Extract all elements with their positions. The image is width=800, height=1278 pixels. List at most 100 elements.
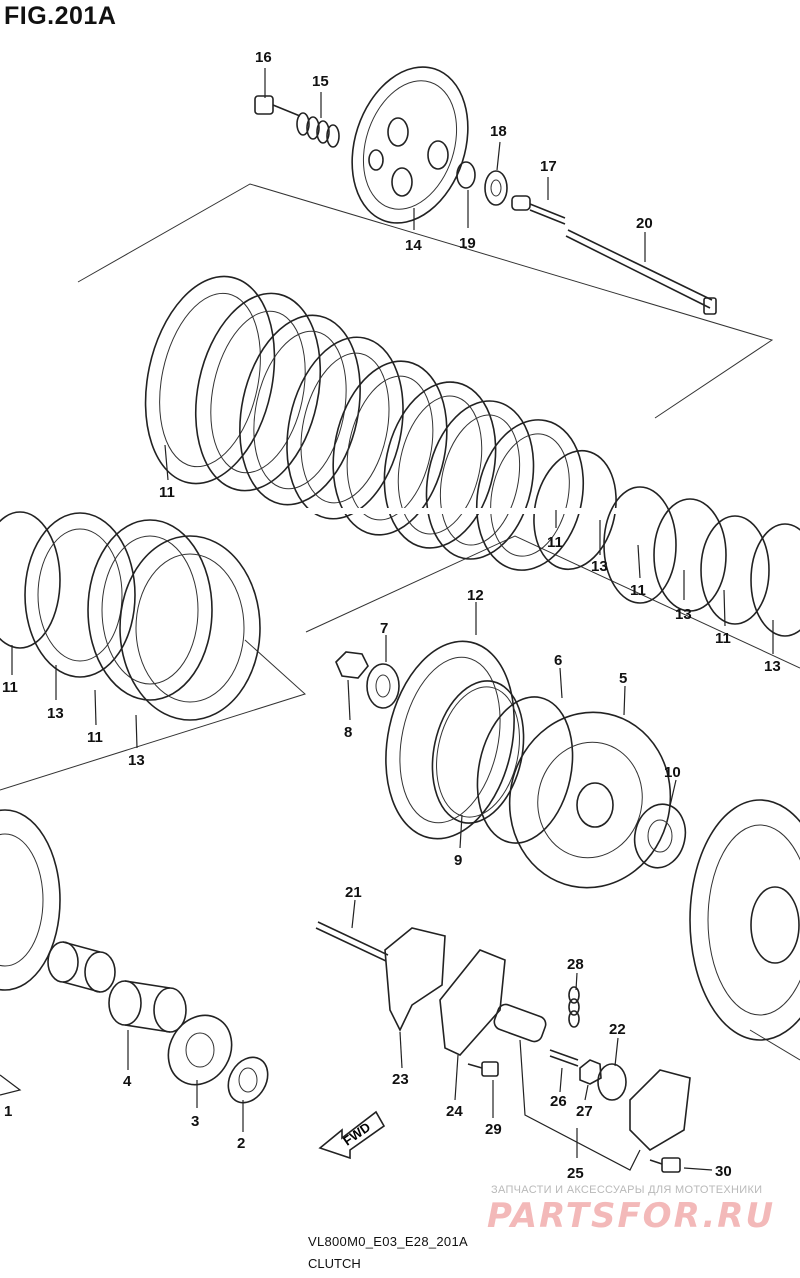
upper-driven-plate-3 [383, 381, 497, 549]
clutch-push-rod-21 [315, 921, 389, 962]
callout-9: 9 [454, 852, 462, 869]
callout-11-right-b: 11 [715, 630, 731, 647]
callout-8: 8 [344, 724, 352, 741]
mid-drive-plate-1 [0, 511, 61, 649]
callout-6: 6 [554, 652, 562, 669]
thrust-bearing [484, 170, 508, 206]
callout-3: 3 [191, 1113, 199, 1130]
callout-15: 15 [312, 73, 329, 90]
thrust-washer-10 [633, 803, 687, 869]
right-drive-plate-a [603, 486, 677, 604]
clutch-spring-bolt [254, 95, 301, 117]
callout-14: 14 [405, 237, 422, 254]
bolt-30 [649, 1157, 681, 1173]
model-code: VL800M0_E03_E28_201A [308, 1234, 468, 1249]
release-gasket-24 [439, 949, 506, 1056]
callout-5: 5 [619, 670, 627, 687]
release-cam-25 [493, 1003, 547, 1043]
upper-driven-plate-2 [286, 336, 404, 520]
callout-11-upper-b: 11 [547, 534, 563, 551]
clutch-housing [689, 799, 800, 1041]
callout-11-mid-b: 11 [87, 729, 103, 746]
callout-13-mid-b: 13 [128, 752, 145, 769]
figure-title: FIG.201A [4, 2, 117, 30]
callout-10: 10 [664, 764, 681, 781]
upper-drive-plate-5 [533, 449, 617, 571]
bolt-26 [549, 1049, 579, 1067]
callout-13-right-a: 13 [591, 558, 608, 575]
callout-7: 7 [380, 620, 388, 637]
callout-13-mid: 13 [47, 705, 64, 722]
callout-11-upper: 11 [159, 484, 175, 501]
callout-25: 25 [567, 1165, 584, 1182]
callout-13-right-b: 13 [675, 606, 692, 623]
section-title: CLUTCH [308, 1256, 361, 1271]
forward-direction-arrow: FWD [318, 1110, 386, 1160]
mid-driven-plate-1 [24, 512, 136, 678]
callout-28: 28 [567, 956, 584, 973]
upper-driven-plate-4 [475, 419, 585, 571]
callout-13-right-c: 13 [764, 658, 781, 675]
mid-driven-plate-2 [119, 535, 261, 721]
callout-21: 21 [345, 884, 362, 901]
upper-drive-plate-4 [425, 400, 535, 560]
callout-12: 12 [467, 587, 484, 604]
clutch-spring [296, 112, 340, 148]
release-camshaft-22 [597, 1063, 691, 1152]
clutch-sleeve-hub [508, 711, 672, 889]
right-driven-plate-b [750, 523, 800, 637]
callout-11-right-a: 11 [630, 582, 646, 599]
washer-19 [456, 161, 476, 189]
needle-bearing [108, 980, 187, 1033]
bolt-29 [467, 1061, 499, 1077]
lock-washer-7 [366, 663, 400, 709]
callout-1: 1 [4, 1103, 12, 1120]
spring-28 [568, 986, 580, 1028]
callout-11-mid: 11 [2, 679, 18, 696]
callout-27: 27 [576, 1103, 593, 1120]
callout-20: 20 [636, 215, 653, 232]
thrust-washer-3 [167, 1014, 233, 1086]
upper-drive-plate-3 [332, 360, 448, 536]
callout-24: 24 [446, 1103, 463, 1120]
spring-washer-9 [431, 680, 525, 824]
nut-27 [579, 1059, 602, 1085]
mid-drive-plate-2 [87, 519, 213, 701]
callout-23: 23 [392, 1071, 409, 1088]
leader-lines [0, 68, 774, 1171]
clutch-push-piece [511, 195, 566, 225]
callout-labels: 16 15 14 19 18 17 20 11 11 13 11 13 11 1… [2, 49, 781, 1182]
watermark-brand: PARTSFOR.RU [487, 1196, 776, 1236]
callout-29: 29 [485, 1121, 502, 1138]
callout-30: 30 [715, 1163, 732, 1180]
callout-4: 4 [123, 1073, 132, 1090]
clutch-drive-plate-12 [385, 640, 515, 840]
lower-assembly-group-frame [305, 535, 800, 669]
clutch-push-rod [565, 229, 717, 315]
callout-18: 18 [490, 123, 507, 140]
release-bracket-23 [384, 927, 446, 1032]
primary-driven-gear-assembly [0, 809, 61, 991]
spring-washer-seat-6 [476, 696, 574, 844]
lower-right-frame-edge [749, 1029, 800, 1061]
pressure-plate [351, 66, 469, 224]
upper-driven-plate-1 [194, 292, 322, 492]
middle-plate-group-frame [0, 639, 306, 791]
callout-2: 2 [237, 1135, 245, 1152]
upper-drive-plate-2 [239, 314, 361, 506]
callout-17: 17 [540, 158, 557, 175]
callout-26: 26 [550, 1093, 567, 1110]
clutch-hub-nut [335, 651, 369, 679]
right-drive-plate-b [700, 515, 770, 625]
callout-19: 19 [459, 235, 476, 252]
callout-22: 22 [609, 1021, 626, 1038]
section-break [0, 508, 800, 514]
watermark-caption: ЗАПЧАСТИ И АКСЕССУАРЫ ДЛЯ МОТОТЕХНИКИ [491, 1184, 763, 1196]
upper-plate-group-frame [77, 183, 774, 419]
callout-16: 16 [255, 49, 272, 66]
right-driven-plate-a [653, 498, 727, 612]
thrust-washer-2 [227, 1056, 269, 1104]
spacer [47, 941, 116, 993]
upper-drive-plate-1 [144, 275, 276, 485]
